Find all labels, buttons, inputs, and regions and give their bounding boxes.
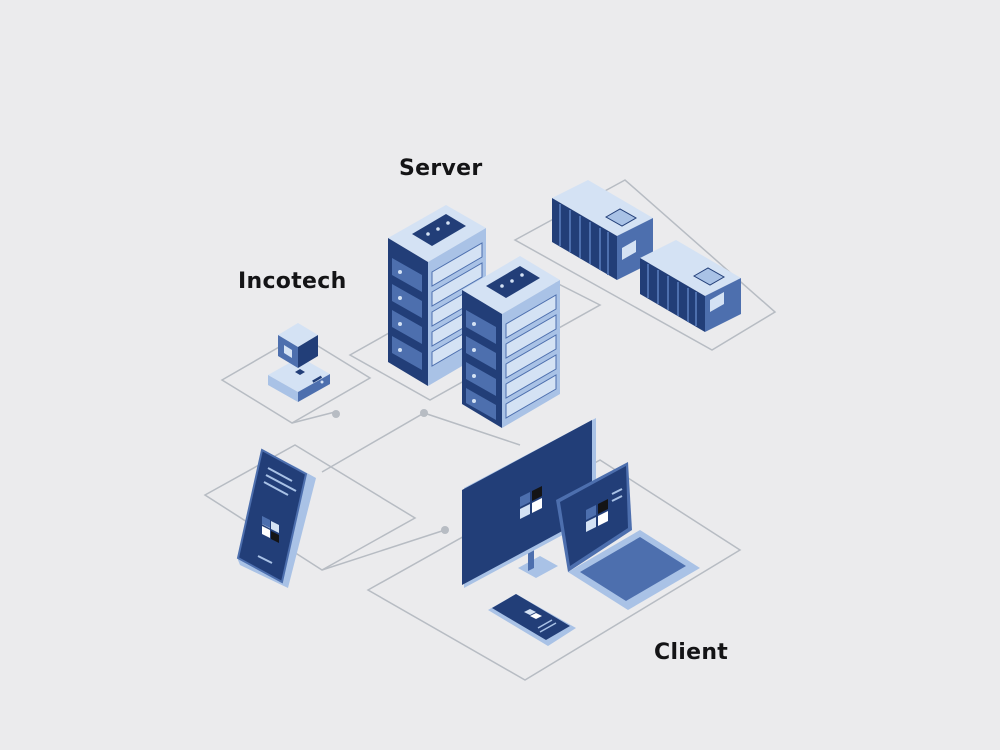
monitor-icon: [462, 418, 596, 588]
server-label: Server: [399, 156, 483, 181]
storage-container-icon: [640, 240, 741, 332]
server-rack-icon: [462, 256, 560, 428]
link-server-phone: [321, 412, 521, 473]
cube-device-icon: [268, 323, 330, 402]
storage-container-icon: [552, 180, 653, 280]
laptop-icon: [556, 462, 700, 610]
phone-floor: [203, 444, 417, 571]
tablet-icon: [488, 594, 576, 646]
smartphone-icon: [236, 448, 316, 588]
incotech-floor: [220, 334, 372, 424]
link-incotech: [291, 411, 336, 424]
server-rack-icon: [388, 205, 486, 386]
incotech-label: Incotech: [238, 269, 347, 294]
client-label: Client: [654, 640, 729, 665]
connection-nodes: [332, 409, 449, 534]
link-phone-client: [321, 529, 446, 571]
